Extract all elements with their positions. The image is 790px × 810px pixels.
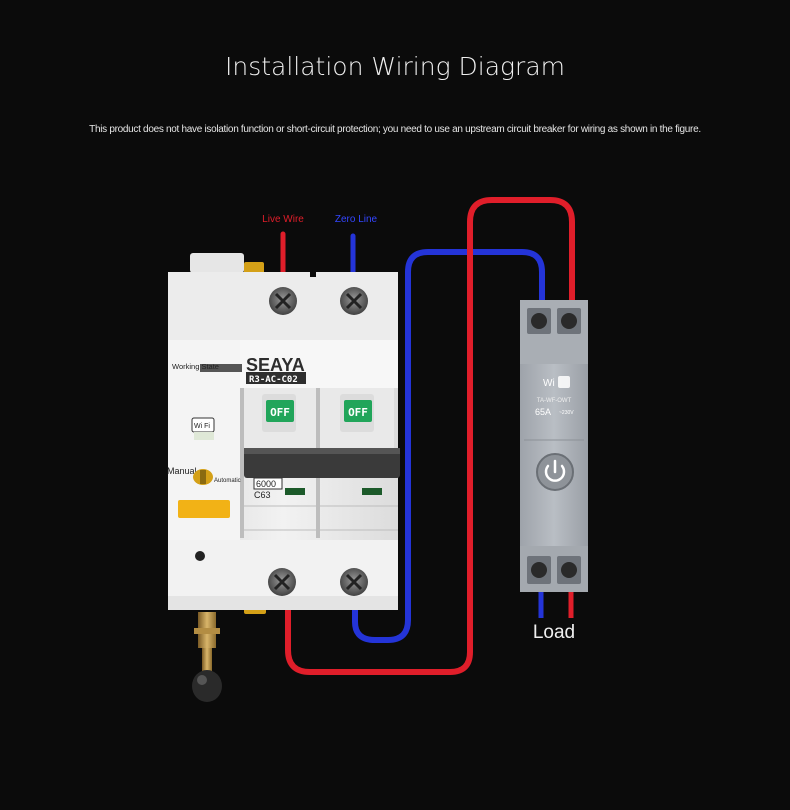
- switch-left-state: OFF: [270, 406, 290, 419]
- status-window: [178, 500, 230, 518]
- live-wire-label: Live Wire: [262, 214, 304, 225]
- module-current-label: 65A: [535, 407, 551, 417]
- module-voltage-label: ~230V: [559, 410, 574, 416]
- rating-curve-label: C63: [254, 490, 271, 500]
- mode-auto-label: Automatic: [214, 478, 241, 484]
- top-screw-left: [269, 287, 297, 315]
- power-icon: [544, 459, 566, 482]
- module-model-label: TA-WF-OWT: [537, 398, 572, 404]
- test-button[interactable]: [195, 551, 205, 561]
- mode-switch[interactable]: [193, 469, 213, 485]
- wifi-badge-label: Wi Fi: [194, 423, 210, 430]
- module-wifi-icon: [558, 376, 570, 388]
- switch-left[interactable]: OFF: [262, 394, 296, 432]
- live-wire-loop: [285, 197, 575, 675]
- page-title: Installation Wiring Diagram: [224, 52, 565, 81]
- model-label: R3-AC-C02: [249, 375, 298, 385]
- load-label: Load: [533, 622, 575, 643]
- bottom-screw-right: [340, 568, 368, 596]
- indicator-left: [285, 488, 305, 495]
- zero-wire-loop: [352, 249, 545, 643]
- warning-note: This product does not have isolation fun…: [89, 124, 701, 135]
- top-screw-right: [340, 287, 368, 315]
- smart-module: Wi TA-WF-OWT 65A ~230V: [520, 300, 588, 592]
- brand-label: SEAYA: [246, 355, 305, 375]
- handle-bar[interactable]: [244, 448, 400, 478]
- bottom-screw-left: [268, 568, 296, 596]
- zero-line-label: Zero Line: [335, 214, 378, 225]
- rating-box-label: 6000: [256, 479, 276, 489]
- circuit-breaker: Working State SEAYA R3-AC-C02 Wi Fi OFF …: [167, 253, 400, 702]
- power-button[interactable]: [536, 453, 574, 491]
- switch-right-state: OFF: [348, 406, 368, 419]
- switch-right[interactable]: OFF: [340, 394, 374, 432]
- working-state-label: Working State: [172, 362, 219, 371]
- mode-manual-label: Manual: [167, 466, 197, 476]
- indicator-right: [362, 488, 382, 495]
- module-wifi-label: Wi: [543, 378, 555, 389]
- motor-knob: [192, 612, 222, 702]
